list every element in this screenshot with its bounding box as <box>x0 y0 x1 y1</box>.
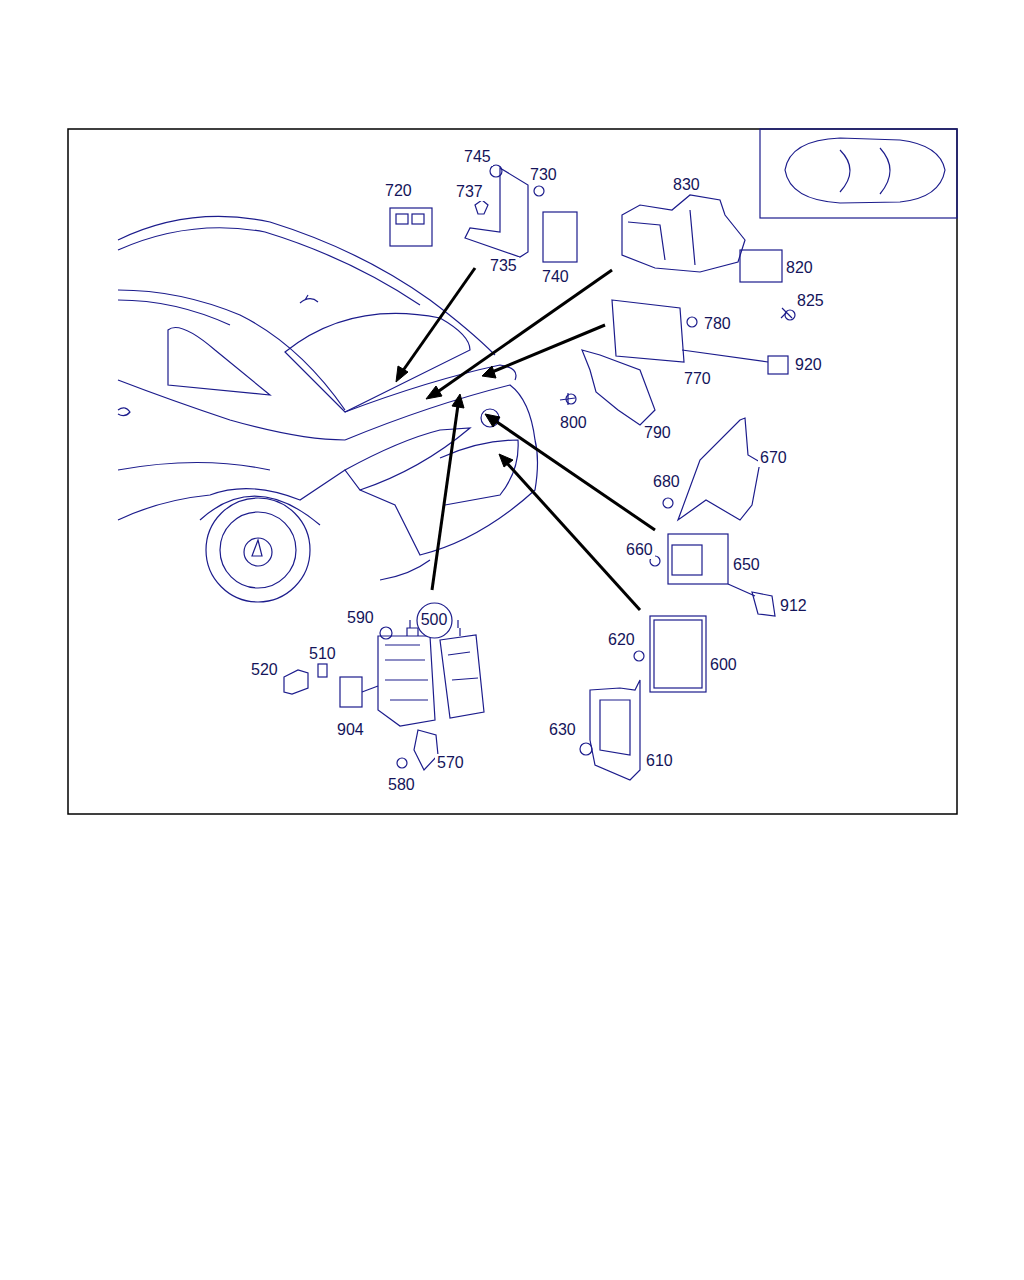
callout-number: 510 <box>307 645 338 663</box>
callout-number: 520 <box>249 661 280 679</box>
callout-number: 650 <box>731 556 762 574</box>
callout-number: 720 <box>383 182 414 200</box>
callout-number: 830 <box>671 176 702 194</box>
callout-number: 745 <box>462 148 493 166</box>
callout-number: 680 <box>651 473 682 491</box>
callout-circle: 500 <box>416 602 453 639</box>
callout-number: 570 <box>435 754 466 772</box>
callout-number: 600 <box>708 656 739 674</box>
callout-number: 590 <box>345 609 376 627</box>
callout-number: 800 <box>558 414 589 432</box>
callout-number: 580 <box>386 776 417 794</box>
callout-number: 610 <box>644 752 675 770</box>
callout-number: 620 <box>606 631 637 649</box>
callout-number: 670 <box>758 449 789 467</box>
callout-number: 904 <box>335 721 366 739</box>
callout-number: 737 <box>454 183 485 201</box>
inset-frame <box>760 129 957 218</box>
callout-number: 920 <box>793 356 824 374</box>
callout-number: 660 <box>624 541 655 559</box>
callout-number: 780 <box>702 315 733 333</box>
callout-number: 912 <box>778 597 809 615</box>
callout-number: 500 <box>416 602 453 639</box>
callout-number: 825 <box>795 292 826 310</box>
callout-number: 790 <box>642 424 673 442</box>
frame <box>68 129 957 814</box>
callout-number: 770 <box>682 370 713 388</box>
callout-number: 630 <box>547 721 578 739</box>
callout-number: 735 <box>488 257 519 275</box>
callout-number: 820 <box>784 259 815 277</box>
callout-number: 730 <box>528 166 559 184</box>
callout-number: 740 <box>540 268 571 286</box>
